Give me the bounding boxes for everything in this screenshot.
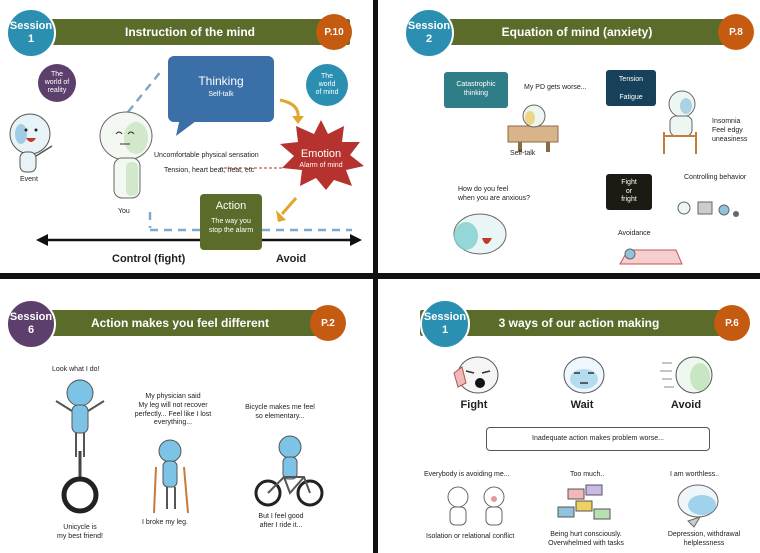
overwhelmed-tasks-icon (557, 484, 611, 520)
fatigue-label: Fatigue (619, 94, 643, 101)
thinking-bubble-tail (176, 118, 200, 136)
physical-sensation-label: Uncomfortable physical sensation (154, 152, 259, 159)
self-talk-label: Self-talk (510, 150, 536, 157)
inadequate-action-box: Inadequate action makes problem worse... (486, 427, 710, 451)
emotion-starburst (280, 120, 364, 190)
hurt-overwhelmed-label: Being hurt consciously. Overwhelmed with… (548, 531, 624, 547)
isolation-characters-icon (447, 486, 505, 526)
page-badge: P.10 (316, 14, 352, 50)
control-fight-label: Control (fight) (112, 253, 186, 265)
bicycle-character-icon (254, 435, 324, 507)
panel-three-ways-action: 3 ways of our action making Session 1 P.… (386, 281, 758, 553)
controlling-behavior-label: Controlling behavior (684, 174, 747, 181)
thinking-label: Thinking (198, 74, 244, 88)
avoid-label: Avoid (670, 399, 702, 411)
event-character-icon (9, 113, 53, 173)
anxious-face-icon (453, 213, 507, 255)
worthless-label: I am worthless.. (670, 471, 720, 478)
alarm-label: Alarm of mind (299, 162, 343, 169)
tension-fatigue-box (606, 70, 656, 106)
feel-good-label: But I feel good after I ride it... (258, 513, 304, 529)
depression-character-icon (677, 484, 719, 528)
session-badge: Session 2 (404, 8, 454, 58)
crutches-character-icon (153, 439, 189, 514)
panel-title: Equation of mind (anxiety) (416, 19, 738, 45)
too-much-label: Too much.. (570, 471, 605, 478)
bicycle-elementary-label: Bicycle makes me feel so elementary... (245, 404, 315, 420)
action-subtitle: The way you stop the alarm (208, 218, 254, 234)
self-talk-label: Self-talk (208, 91, 234, 98)
you-label: You (118, 208, 130, 215)
wait-label: Wait (570, 399, 594, 411)
desk-character-icon (507, 104, 559, 152)
anxious-question: How do you feel when you are anxious? (458, 186, 530, 202)
fight-or-fright-box: Fight or fright (606, 174, 652, 210)
horizontal-divider (0, 273, 760, 279)
broke-leg-label: I broke my leg. (142, 519, 188, 526)
isolation-label: Isolation or relational conflict (426, 533, 515, 540)
catastrophic-thinking-box: Catastrophic thinking (444, 72, 508, 108)
event-label: Event (20, 176, 38, 183)
panel-title: Instruction of the mind (30, 19, 350, 45)
flow-arrows (36, 69, 362, 246)
avoidance-bed-icon (619, 248, 683, 265)
symptoms-label: Tension, heart beat, heat, etc (164, 167, 255, 174)
panel-title: Action makes you feel different (30, 310, 330, 336)
avoid-label: Avoid (276, 253, 307, 265)
session-badge: Session 6 (6, 299, 56, 349)
fight-character-icon (453, 356, 499, 394)
you-character-icon (99, 111, 153, 199)
avoid-character-icon (660, 356, 713, 394)
panel-instruction-of-mind: Instruction of the mind Session 1 P.10 T… (0, 0, 372, 272)
panel-action-feel-different: Action makes you feel different Session … (0, 281, 372, 553)
chair-character-icon (663, 90, 697, 154)
thinking-bubble (168, 56, 274, 122)
session-badge: Session 1 (6, 8, 56, 58)
wait-character-icon (563, 356, 605, 394)
look-what-i-do-label: Look what I do! (52, 366, 100, 373)
controlling-characters-icon (677, 201, 739, 217)
unicycle-best-friend-label: Unicycle is my best friend! (57, 524, 103, 540)
everybody-avoiding-label: Everybody is avoiding me... (424, 471, 510, 478)
insomnia-label: Insomnia Feel edgy uneasiness (712, 118, 748, 143)
avoidance-label: Avoidance (618, 230, 651, 237)
session-badge: Session 1 (420, 299, 470, 349)
action-label: Action (215, 200, 247, 212)
panel-title: 3 ways of our action making (420, 310, 738, 336)
world-of-mind-circle: The world of mind (306, 64, 348, 106)
panel-equation-of-mind: Equation of mind (anxiety) Session 2 P.8… (386, 0, 758, 272)
fight-label: Fight (460, 399, 488, 411)
emotion-label: Emotion (300, 148, 342, 160)
pd-worse-label: My PD gets worse... (524, 84, 587, 91)
page-badge: P.8 (718, 14, 754, 50)
page-badge: P.2 (310, 305, 346, 341)
action-box (200, 194, 262, 250)
physician-said-label: My physician said My leg will not recove… (134, 393, 212, 427)
page-badge: P.6 (714, 305, 750, 341)
world-of-reality-circle: The world of reality (38, 64, 76, 102)
depression-label: Depression, withdrawal helplessness (667, 531, 741, 547)
tension-label: Tension (618, 76, 644, 83)
unicycle-character-icon (55, 379, 105, 514)
